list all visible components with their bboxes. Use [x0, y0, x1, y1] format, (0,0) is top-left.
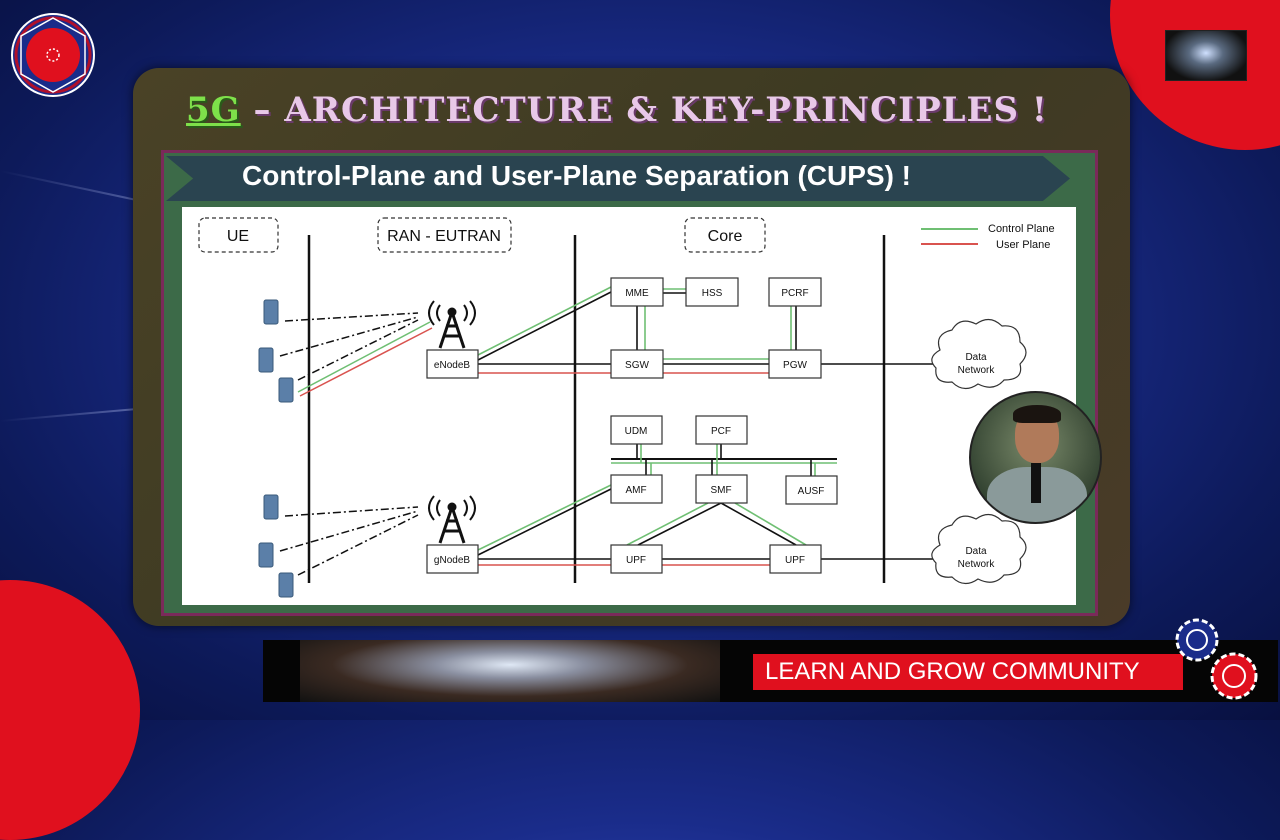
channel-badge-icon	[11, 13, 95, 97]
legend-user-label: User Plane	[996, 239, 1050, 251]
data-network-label: Data	[965, 546, 987, 557]
cell-tower-icon	[428, 300, 476, 349]
subtitle-banner	[166, 156, 1070, 201]
node-amf	[610, 474, 663, 504]
slide-title: 5G – ARCHITECTURE & KEY-PRINCIPLES !	[186, 90, 1048, 130]
zone-core-label: Core	[708, 228, 743, 245]
data-network-label: Network	[958, 365, 996, 376]
node-mme-label: MME	[625, 288, 649, 299]
node-upf-2-label: UPF	[785, 555, 805, 566]
node-ausf-label: AUSF	[798, 486, 825, 497]
node-gnodeb	[426, 544, 479, 574]
phone-icon	[258, 347, 274, 373]
phone-icon	[278, 377, 294, 403]
zone-ran-box	[377, 217, 512, 253]
zone-ue-box	[198, 217, 279, 253]
phone-icon	[278, 572, 294, 598]
node-pgw	[768, 349, 822, 379]
node-upf-1-label: UPF	[626, 555, 646, 566]
cell-tower-icon	[428, 495, 476, 544]
node-udm-label: UDM	[625, 426, 648, 437]
presenter-webcam	[969, 391, 1102, 524]
data-network-label: Network	[958, 559, 996, 570]
node-hss	[685, 277, 739, 307]
slide-subtitle: Control-Plane and User-Plane Separation …	[242, 160, 911, 191]
node-gnodeb-label: gNodeB	[434, 555, 470, 566]
node-ausf	[785, 475, 838, 505]
gear-icon	[1175, 618, 1258, 700]
data-network-cloud-icon	[931, 318, 1027, 390]
node-enodeb	[426, 349, 479, 379]
zone-ue-label: UE	[227, 228, 249, 245]
zone-core-box	[684, 217, 766, 253]
node-pcf-label: PCF	[711, 426, 731, 437]
phone-icon	[258, 542, 274, 568]
legend-control-label: Control Plane	[988, 223, 1055, 235]
node-enodeb-label: eNodeB	[434, 360, 470, 371]
phone-icon	[263, 494, 279, 520]
node-pgw-label: PGW	[783, 360, 807, 371]
zone-ran-label: RAN - EUTRAN	[387, 228, 501, 245]
open-book-image	[300, 640, 720, 702]
node-sgw	[610, 349, 664, 379]
community-name: LEARN AND GROW COMMUNITY	[753, 654, 1183, 690]
community-logo	[1165, 30, 1247, 81]
node-upf-1	[610, 544, 663, 574]
node-upf-2	[769, 544, 822, 574]
node-sgw-label: SGW	[625, 360, 649, 371]
data-network-label: Data	[965, 352, 987, 363]
diagram-panel	[182, 207, 1076, 605]
node-hss-label: HSS	[702, 288, 723, 299]
node-pcrf-label: PCRF	[781, 288, 808, 299]
cups-diagram: UE RAN - EUTRAN Core Control Plane User …	[198, 217, 1055, 598]
data-network-cloud-icon	[931, 513, 1027, 585]
phone-icon	[263, 299, 279, 325]
node-smf-label: SMF	[710, 485, 731, 496]
node-amf-label: AMF	[625, 485, 646, 496]
node-udm	[610, 415, 663, 445]
node-smf	[695, 474, 748, 504]
node-pcf	[695, 415, 748, 445]
node-mme	[610, 277, 664, 307]
node-pcrf	[768, 277, 822, 307]
